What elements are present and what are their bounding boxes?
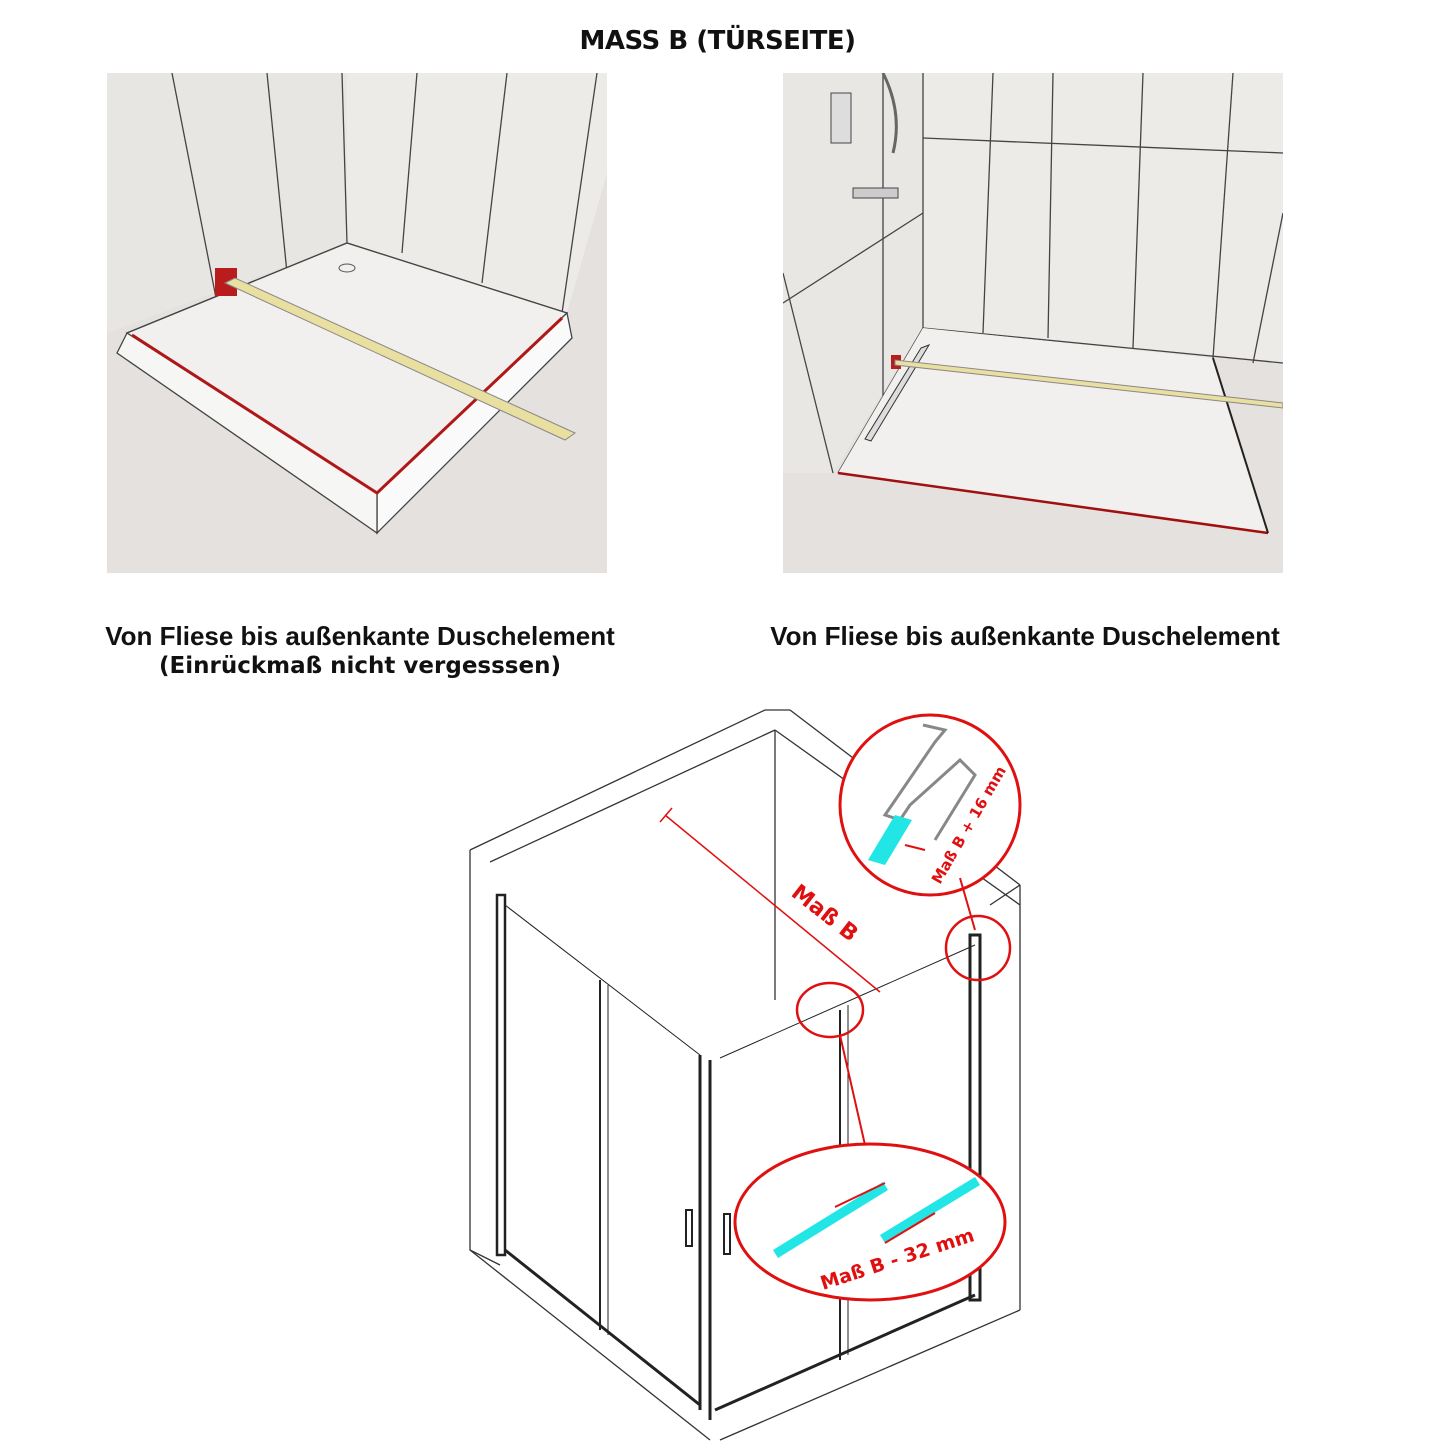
caption-left-line1: Von Fliese bis außenkante Duschelement [105,621,615,651]
measure-b-label: Maß B [786,880,862,947]
floor-drain-measure-photo [783,73,1283,573]
page-title: MASS B (TÜRSEITE) [579,26,857,56]
caption-left-line2: (Einrückmaß nicht vergesssen) [159,653,561,679]
detail-callout-bottom: Maß B - 32 mm [733,1142,1007,1302]
detail-callout-top: Maß B + 16 mm [838,713,1022,897]
caption-right: Von Fliese bis außenkante Duschelement [705,621,1345,651]
shower-tray-measure-photo [107,73,607,573]
shower-enclosure-diagram: Maß B Maß B + 16 mm Maß B - 32 mm [440,700,1040,1450]
caption-right-line1: Von Fliese bis außenkante Duschelement [770,621,1280,651]
caption-left: Von Fliese bis außenkante Duschelement (… [40,621,680,681]
